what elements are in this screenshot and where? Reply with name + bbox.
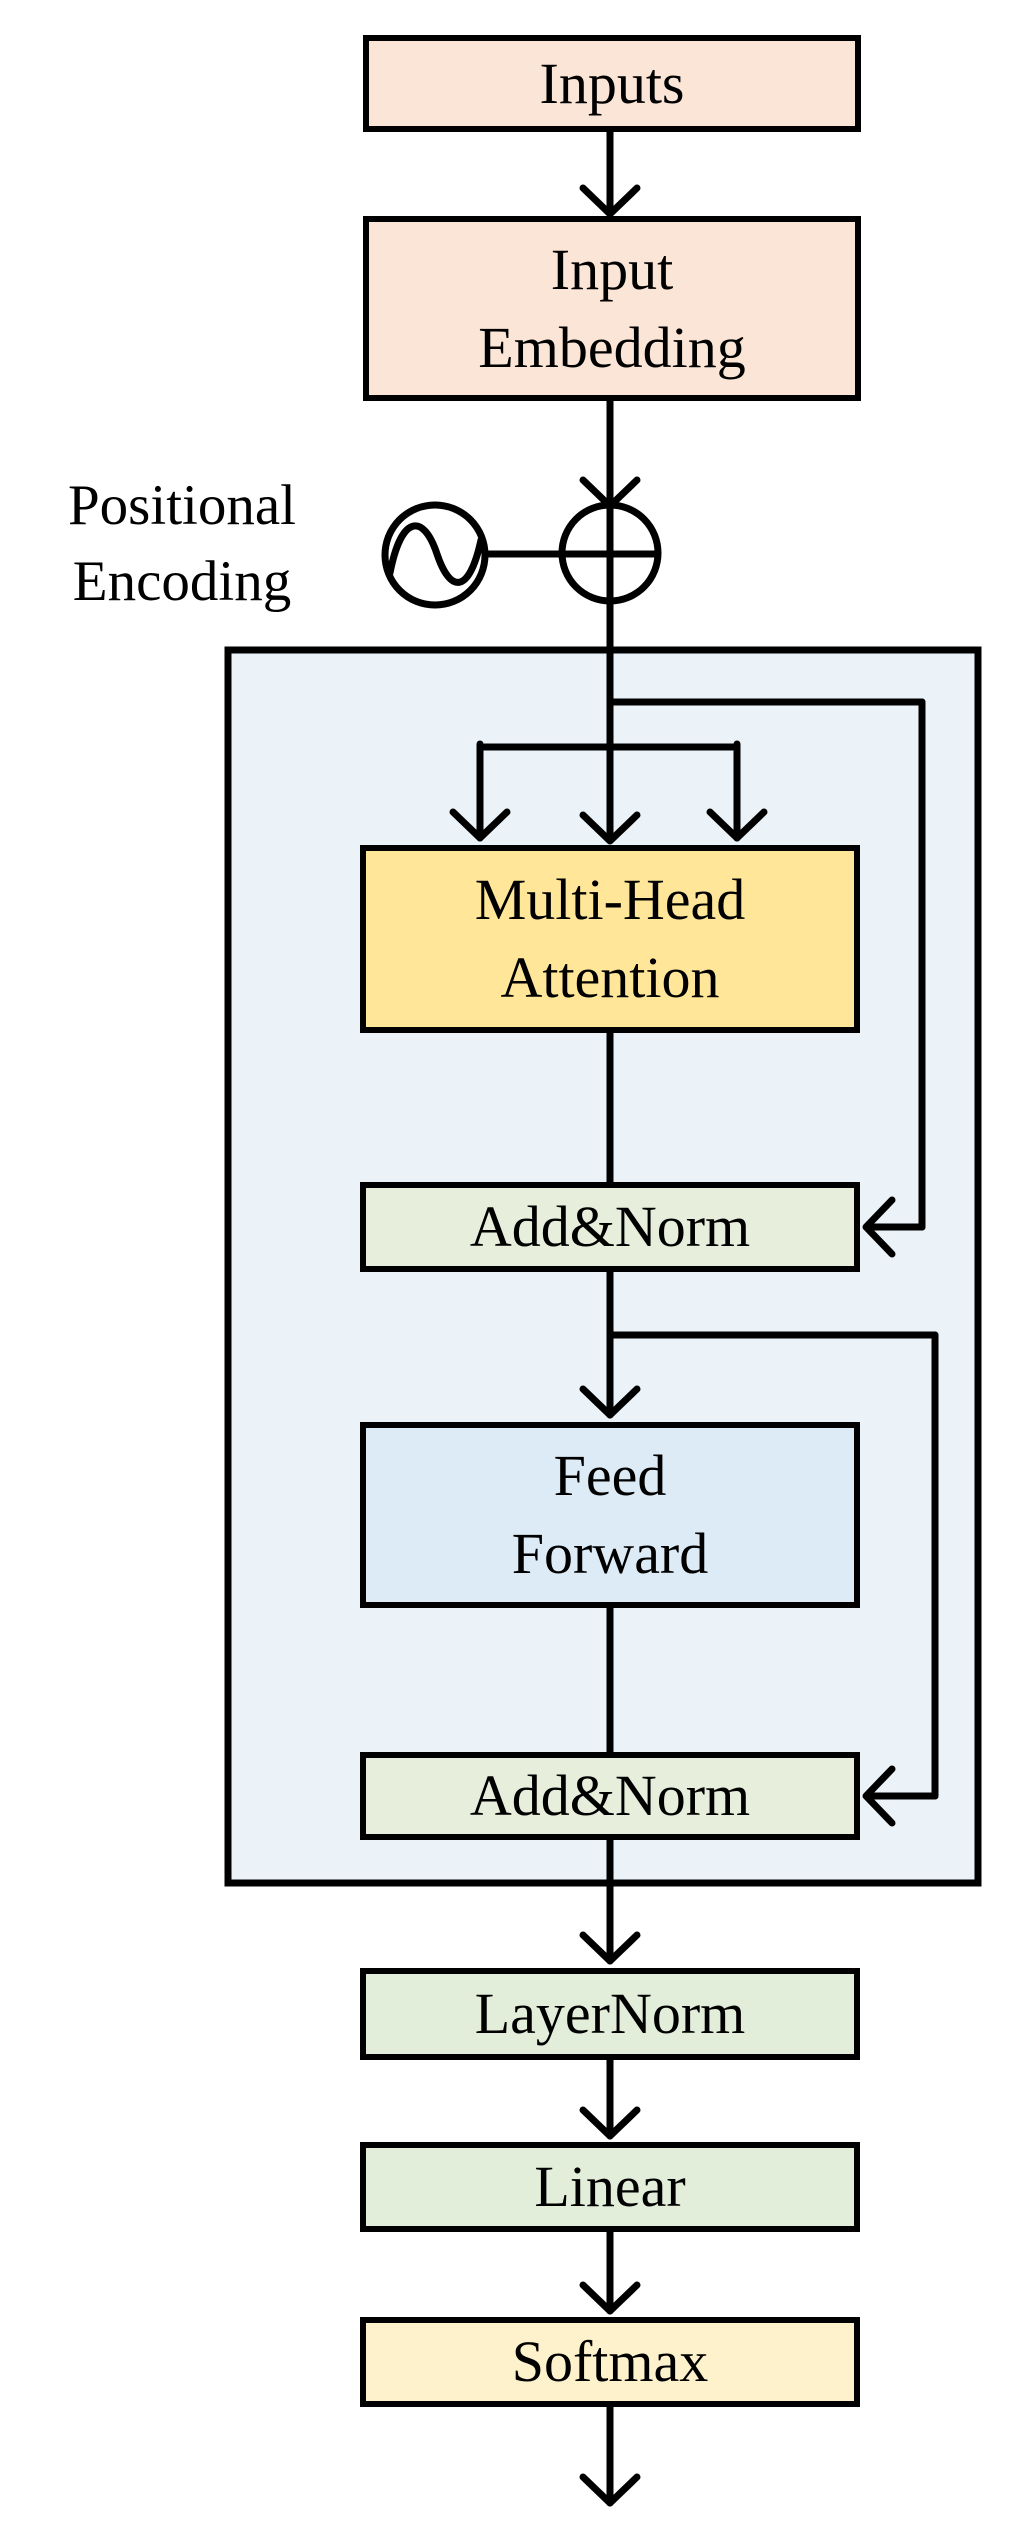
inputs-box: Inputs <box>363 35 861 132</box>
arrowhead <box>579 811 641 845</box>
arrowhead <box>449 808 511 842</box>
arrowhead <box>579 184 641 218</box>
arrowhead-left <box>862 1196 896 1258</box>
positional-encoding-label: Positional Encoding <box>67 474 297 613</box>
flow-lines <box>449 128 939 2507</box>
add-norm-box-1: Add&Norm <box>360 1182 860 1272</box>
arrowhead-left <box>862 1765 896 1827</box>
multi-head-attention-box: Multi-Head Attention <box>360 845 860 1033</box>
arrowhead <box>579 1931 641 1965</box>
add-norm-box-2: Add&Norm <box>360 1752 860 1840</box>
sine-wave-source-icon <box>381 501 489 609</box>
arrowhead <box>579 2473 641 2507</box>
arrowhead <box>579 1385 641 1419</box>
arrowhead <box>706 808 768 842</box>
softmax-box: Softmax <box>360 2317 860 2407</box>
feed-forward-box: Feed Forward <box>360 1422 860 1608</box>
linear-box: Linear <box>360 2142 860 2232</box>
layer-norm-box: LayerNorm <box>360 1968 860 2060</box>
input-embedding-box: Input Embedding <box>363 216 861 401</box>
arrowhead <box>579 2281 641 2315</box>
arrowhead <box>579 2106 641 2140</box>
